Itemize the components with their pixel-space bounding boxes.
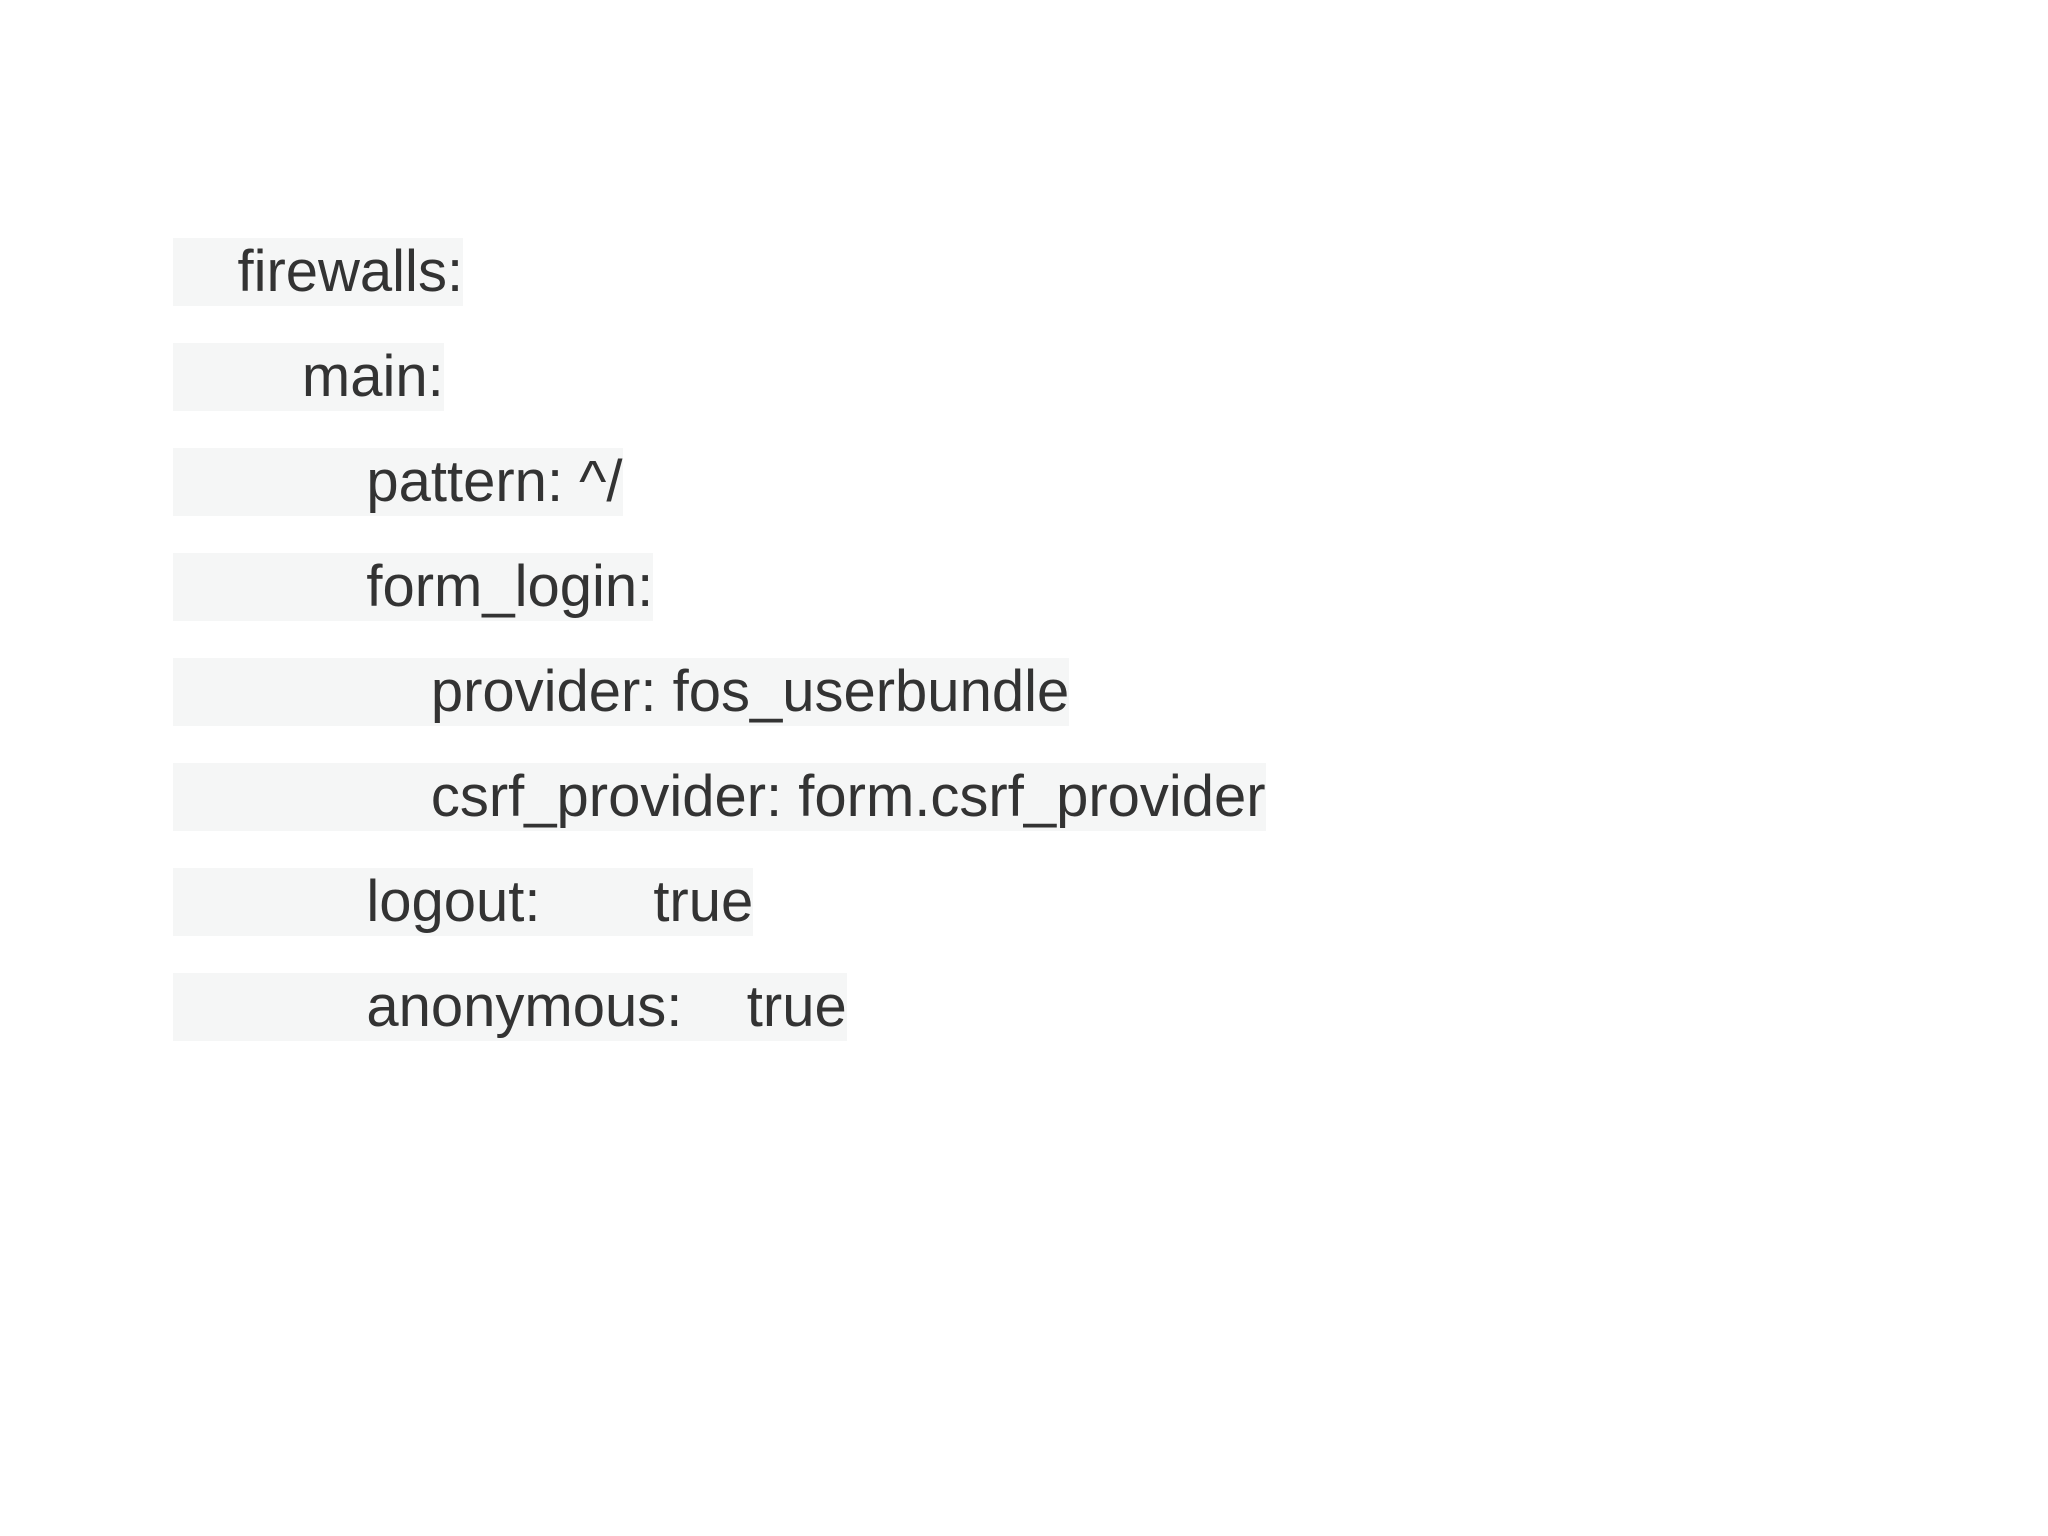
code-line: main: [173,275,1973,411]
code-line: anonymous: true [173,905,1973,1041]
code-line-text: csrf_provider: form.csrf_provider [173,763,1266,831]
code-line-text: firewalls: [173,238,464,306]
code-line-text: provider: fos_userbundle [173,658,1070,726]
code-line-text: main: [173,343,444,411]
code-line: provider: fos_userbundle [173,590,1973,726]
code-line: csrf_provider: form.csrf_provider [173,695,1973,831]
code-line-text: logout: true [173,868,754,936]
code-line: firewalls: [173,170,1973,306]
code-line-text: anonymous: true [173,973,847,1041]
code-line-text: pattern: ^/ [173,448,623,516]
code-line-text: form_login: [173,553,654,621]
code-line: logout: true [173,800,1973,936]
code-line: pattern: ^/ [173,380,1973,516]
code-line: form_login: [173,485,1973,621]
code-snippet: firewalls: main: pattern: ^/ form_login:… [173,170,1973,1041]
